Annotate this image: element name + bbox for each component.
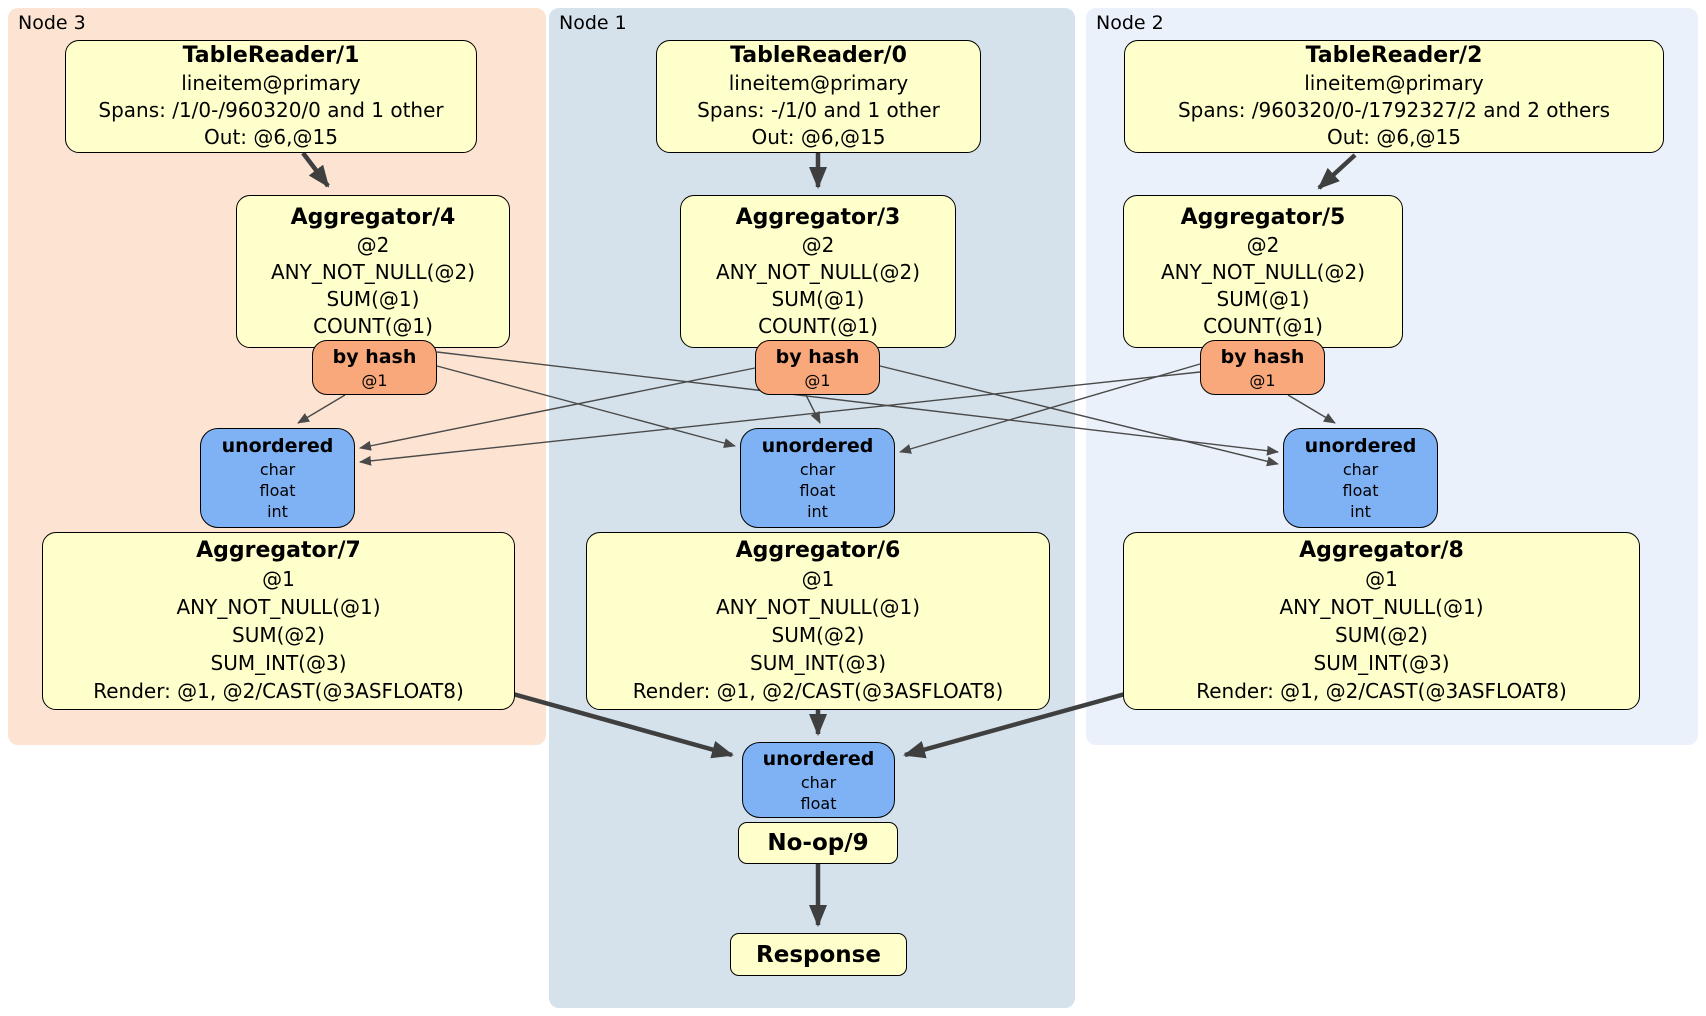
node2-label: Node 2 (1096, 12, 1164, 34)
tablereader-2-box: TableReader/2 lineitem@primary Spans: /9… (1124, 40, 1664, 153)
edge-agg8-unordered-final (903, 691, 1126, 759)
aggregator-6-box: Aggregator/6 @1 ANY_NOT_NULL(@1) SUM(@2)… (586, 532, 1050, 710)
tablereader-2-spans: Spans: /960320/0-/1792327/2 and 2 others (1177, 98, 1610, 122)
unordered-right-box: unordered char float int (1283, 428, 1438, 528)
byhash-4-box: by hash @1 (312, 340, 437, 395)
aggregator-4-box: Aggregator/4 @2 ANY_NOT_NULL(@2) SUM(@1)… (236, 195, 510, 348)
node3-label: Node 3 (18, 12, 86, 34)
aggregator-5-title: Aggregator/5 (1180, 204, 1346, 230)
unordered-left-box: unordered char float int (200, 428, 355, 528)
tablereader-0-index: lineitem@primary (728, 71, 909, 95)
byhash-5-box: by hash @1 (1200, 340, 1325, 395)
tablereader-1-title: TableReader/1 (182, 43, 360, 68)
tablereader-2-title: TableReader/2 (1305, 43, 1483, 68)
edge-byhash3-unorderedM (805, 394, 821, 424)
byhash-4-key: @1 (361, 370, 388, 390)
byhash-3-title: by hash (775, 345, 860, 368)
edge-byhash4-unorderedM (436, 365, 736, 448)
unordered-middle-box: unordered char float int (740, 428, 895, 528)
aggregator-3-box: Aggregator/3 @2 ANY_NOT_NULL(@2) SUM(@1)… (680, 195, 956, 348)
byhash-5-key: @1 (1249, 370, 1276, 390)
tablereader-0-box: TableReader/0 lineitem@primary Spans: -/… (656, 40, 981, 153)
tablereader-2-index: lineitem@primary (1304, 71, 1484, 95)
byhash-3-key: @1 (804, 370, 831, 390)
tablereader-0-out: Out: @6,@15 (751, 125, 886, 149)
aggregator-8-box: Aggregator/8 @1 ANY_NOT_NULL(@1) SUM(@2)… (1123, 532, 1640, 710)
noop-title: No-op/9 (767, 830, 869, 856)
edge-agg7-unordered-final (512, 691, 734, 759)
aggregator-4-title: Aggregator/4 (290, 204, 456, 230)
aggregator-3-title: Aggregator/3 (735, 204, 901, 230)
node1-label: Node 1 (559, 12, 627, 34)
response-box: Response (730, 933, 907, 976)
tablereader-1-out: Out: @6,@15 (204, 125, 338, 149)
byhash-4-title: by hash (332, 345, 417, 368)
aggregator-8-render: Render: @1, @2/CAST(@3ASFLOAT8) (1196, 679, 1567, 703)
noop-box: No-op/9 (738, 822, 898, 864)
tablereader-0-spans: Spans: -/1/0 and 1 other (697, 98, 940, 122)
tablereader-0-title: TableReader/0 (730, 43, 907, 68)
tablereader-1-box: TableReader/1 lineitem@primary Spans: /1… (65, 40, 477, 153)
edge-tr2-agg5 (1317, 153, 1357, 190)
tablereader-1-spans: Spans: /1/0-/960320/0 and 1 other (98, 98, 444, 122)
aggregator-6-title: Aggregator/6 (735, 538, 901, 563)
edge-byhash5-unorderedM (899, 363, 1201, 454)
tablereader-1-index: lineitem@primary (181, 71, 361, 95)
edge-byhash5-unorderedL (359, 371, 1201, 466)
aggregator-7-render: Render: @1, @2/CAST(@3ASFLOAT8) (93, 679, 464, 703)
response-title: Response (756, 941, 881, 968)
edge-byhash4-unorderedR (436, 351, 1279, 456)
unordered-final-box: unordered char float (742, 742, 895, 818)
tablereader-2-out: Out: @6,@15 (1327, 125, 1461, 149)
edge-byhash3-unorderedL (359, 367, 756, 451)
aggregator-8-title: Aggregator/8 (1299, 538, 1464, 563)
byhash-3-box: by hash @1 (755, 340, 880, 395)
edge-byhash4-unorderedL (297, 394, 346, 424)
aggregator-6-render: Render: @1, @2/CAST(@3ASFLOAT8) (632, 679, 1004, 703)
edge-tr1-agg4 (301, 151, 330, 188)
edge-byhash5-unorderedR (1287, 394, 1336, 424)
edge-byhash3-unorderedR (879, 365, 1279, 467)
aggregator-7-title: Aggregator/7 (196, 538, 361, 563)
byhash-5-title: by hash (1220, 345, 1305, 368)
aggregator-7-box: Aggregator/7 @1 ANY_NOT_NULL(@1) SUM(@2)… (42, 532, 515, 710)
aggregator-5-box: Aggregator/5 @2 ANY_NOT_NULL(@2) SUM(@1)… (1123, 195, 1403, 348)
